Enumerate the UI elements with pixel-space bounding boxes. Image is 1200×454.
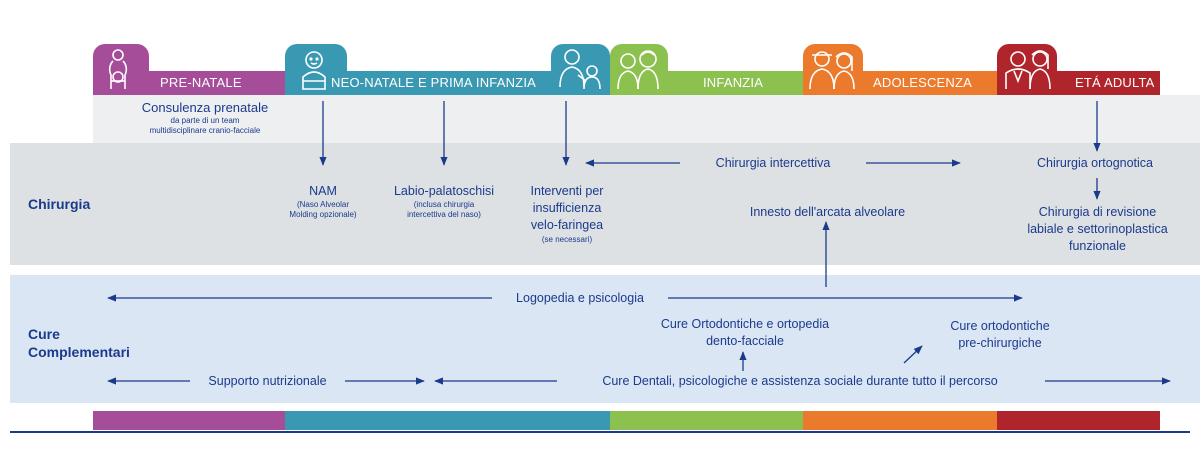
labio-subtitle-2: intercettiva del naso) bbox=[407, 210, 481, 219]
dentali-label: Cure Dentali, psicologiche e assistenza … bbox=[602, 374, 998, 388]
nam-subtitle-1: (Naso Alveolar bbox=[296, 200, 350, 209]
ortodontiche-line1: Cure Ortodontiche e ortopedia bbox=[660, 317, 830, 331]
prechirurgiche-line1: Cure ortodontiche bbox=[950, 319, 1050, 333]
stage-band-infanzia bbox=[610, 71, 803, 95]
child-icon bbox=[617, 50, 659, 90]
timeline-band-adolescenza bbox=[803, 411, 997, 430]
supporto-label: Supporto nutrizionale bbox=[208, 374, 327, 388]
labio-title: Labio-palatoschisi bbox=[393, 184, 495, 198]
labio-subtitle-1: (inclusa chirurgia bbox=[413, 200, 475, 209]
arrow-to-prechirurgiche bbox=[903, 345, 923, 364]
interventi-subtitle: (se necessari) bbox=[541, 235, 593, 244]
revisione-line1: Chirurgia di revisione bbox=[1038, 205, 1157, 219]
prenatal-consultation-line1: da parte di un team bbox=[170, 116, 240, 125]
prenatal-row-background bbox=[93, 95, 1200, 143]
stage-label-infanzia: INFANZIA bbox=[703, 75, 764, 90]
timeline-band-eta-adulta bbox=[997, 411, 1160, 430]
stage-band-eta-adulta bbox=[997, 71, 1160, 95]
bottom-rule bbox=[10, 431, 1190, 433]
revisione-line3: funzionale bbox=[1069, 239, 1126, 253]
logopedia-label: Logopedia e psicologia bbox=[495, 290, 665, 306]
surgery-lane-title: Chirurgia bbox=[28, 196, 91, 212]
timeline-band-neonatale bbox=[285, 411, 610, 430]
pregnant-woman-icon bbox=[108, 49, 128, 89]
adults-icon bbox=[1005, 50, 1051, 90]
nam-subtitle-2: Molding opzionale) bbox=[289, 210, 357, 219]
care-lane-title-line2: Complementari bbox=[28, 344, 130, 360]
stage-label-neonatale: NEO-NATALE E PRIMA INFANZIA bbox=[331, 75, 537, 90]
interventi-line1: Interventi per bbox=[530, 184, 604, 198]
interventi-line3: velo-faringea bbox=[530, 218, 604, 232]
nam-title: NAM bbox=[309, 184, 337, 198]
baby-icon bbox=[302, 51, 326, 90]
stage-label-eta-adulta: ETÁ ADULTA bbox=[1075, 75, 1155, 90]
innesto-label: Innesto dell'arcata alveolare bbox=[749, 205, 906, 219]
stage-band-adolescenza bbox=[803, 71, 997, 95]
prenatal-consultation-title: Consulenza prenatale bbox=[141, 100, 269, 115]
timeline-band-pre-natale bbox=[93, 411, 285, 430]
care-lane-title-line1: Cure bbox=[28, 326, 60, 342]
revisione-line2: labiale e settorinoplastica bbox=[1027, 222, 1168, 236]
stage-label-adolescenza: ADOLESCENZA bbox=[873, 75, 973, 90]
intercettiva-label: Chirurgia intercettiva bbox=[715, 156, 831, 170]
stage-label-pre-natale: PRE-NATALE bbox=[160, 75, 242, 90]
interventi-line2: insufficienza bbox=[532, 201, 602, 215]
timeline-band-infanzia bbox=[610, 411, 803, 430]
ortognotica-label: Chirurgia ortognotica bbox=[1036, 156, 1154, 170]
ortodontiche-line2: dento-facciale bbox=[706, 334, 784, 348]
prechirurgiche-line2: pre-chirurgiche bbox=[958, 336, 1042, 350]
teenagers-icon bbox=[809, 51, 855, 90]
prenatal-consultation-line2: multidisciplinare cranio-facciale bbox=[149, 126, 261, 135]
parent-child-icon bbox=[559, 49, 601, 90]
